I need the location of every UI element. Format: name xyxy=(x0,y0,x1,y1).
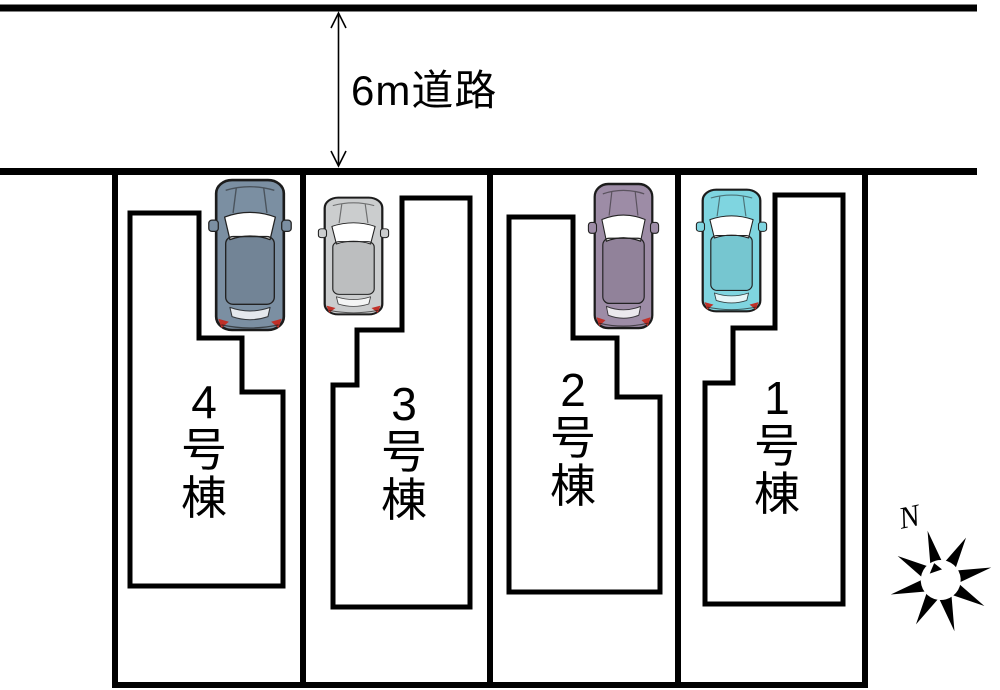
lot-4-label: 4号棟 xyxy=(181,376,227,524)
road-width-arrow xyxy=(330,11,347,168)
building-4-outline xyxy=(127,210,286,589)
car-lot2-top-view xyxy=(587,182,660,330)
car-lot4-top-view xyxy=(207,178,293,332)
lot-2-label: 2号棟 xyxy=(550,364,596,512)
car-lot1-top-view xyxy=(695,188,768,313)
road-width-label: 6m道路 xyxy=(351,67,498,114)
lot-3-label: 3号棟 xyxy=(381,378,427,526)
lot-boundary-lines xyxy=(112,172,868,688)
building-3-outline xyxy=(330,195,473,610)
compass-needle-icon xyxy=(929,563,943,574)
compass-rose-icon xyxy=(890,530,992,632)
car-lot3-top-view xyxy=(317,196,390,316)
building-1-outline xyxy=(702,192,846,607)
building-2-outline xyxy=(506,214,663,595)
lot-1-label: 1号棟 xyxy=(754,372,800,520)
